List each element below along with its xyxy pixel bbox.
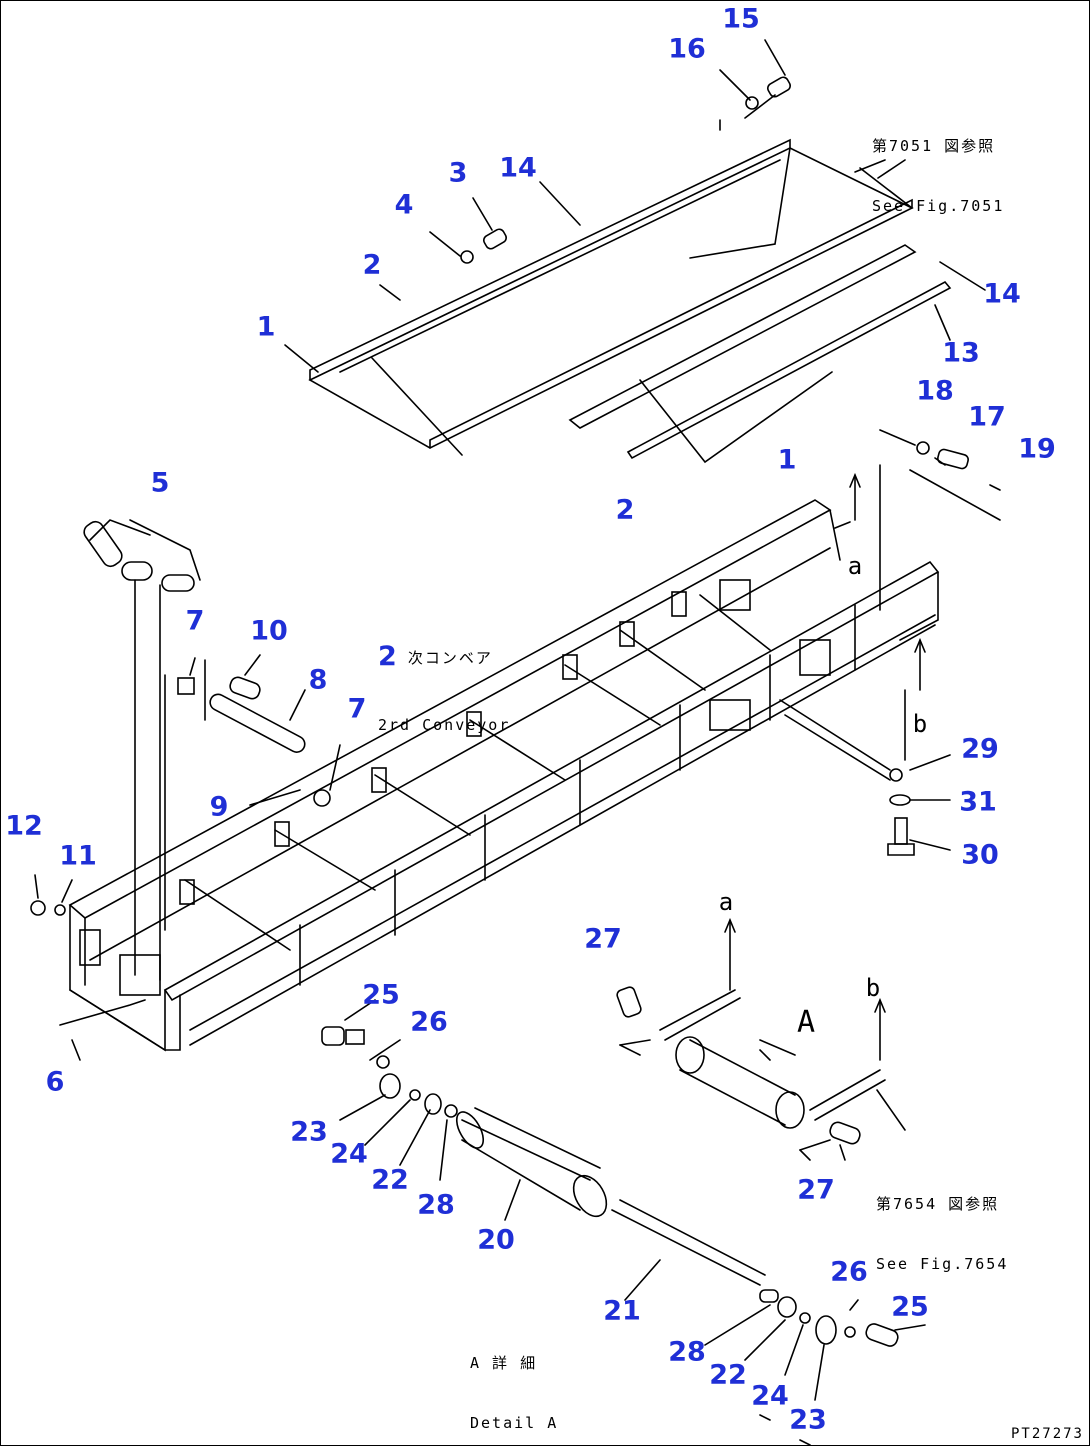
- callout-11: 11: [59, 840, 97, 872]
- callout-14: 14: [983, 278, 1021, 310]
- callout-14: 14: [499, 152, 537, 184]
- callout-5: 5: [150, 467, 170, 499]
- note-detail-a-en: Detail A: [470, 1414, 559, 1433]
- ref-letter-a-bottom: a: [718, 888, 734, 916]
- lower-roller-group: [321, 999, 926, 1446]
- note-see-fig-7654-jp: 第7654 図参照: [876, 1194, 1000, 1213]
- conveyor-label-en: 2rd Conveyor: [378, 716, 511, 735]
- callout-8: 8: [308, 664, 328, 696]
- ref-letter-b-top: b: [912, 710, 928, 738]
- callout-10: 10: [250, 615, 288, 647]
- fastener-shapes-right: [887, 754, 951, 856]
- callout-27: 27: [584, 923, 622, 955]
- callout-26: 26: [830, 1256, 868, 1288]
- callout-30: 30: [961, 839, 999, 871]
- callout-9: 9: [209, 791, 229, 823]
- view-letter-A: A: [796, 1005, 816, 1040]
- callout-22: 22: [371, 1164, 409, 1196]
- note-see-fig-7051-jp: 第7051 図参照: [872, 136, 996, 155]
- note-see-fig-7654-en: See Fig.7654: [876, 1255, 1009, 1274]
- side-rails: [568, 244, 986, 464]
- note-conveyor: 2 次コンベア 2rd Conveyor: [378, 598, 510, 776]
- callout-16: 16: [668, 33, 706, 65]
- callout-12: 12: [5, 810, 43, 842]
- note-detail-a: A 詳 細 Detail A: [470, 1312, 558, 1446]
- callout-24: 24: [330, 1138, 368, 1170]
- note-see-fig-7051: 第7051 図参照 See Fig.7051: [872, 95, 1004, 257]
- callout-31: 31: [959, 786, 997, 818]
- callout-23: 23: [789, 1404, 827, 1436]
- callout-1: 1: [777, 444, 797, 476]
- callout-28: 28: [668, 1336, 706, 1368]
- reference-arrows-top: [834, 464, 926, 761]
- callout-1: 1: [256, 311, 276, 343]
- note-see-fig-7051-en: See Fig.7051: [872, 197, 1005, 216]
- callout-21: 21: [603, 1295, 641, 1327]
- ref-letter-a-top: a: [847, 552, 863, 580]
- callout-20: 20: [477, 1224, 515, 1256]
- conveyor-number: 2: [378, 640, 397, 672]
- callout-7: 7: [185, 605, 205, 637]
- callout-27: 27: [797, 1174, 835, 1206]
- drawing-code: PT27273: [1010, 1426, 1084, 1442]
- callout-22: 22: [709, 1359, 747, 1391]
- callout-3: 3: [448, 157, 468, 189]
- callout-19: 19: [1018, 433, 1056, 465]
- conveyor-label-jp: 次コンベア: [407, 648, 493, 667]
- callout-28: 28: [417, 1189, 455, 1221]
- callout-25: 25: [891, 1291, 929, 1323]
- detail-a-roller: [616, 917, 906, 1161]
- callout-15: 15: [722, 3, 760, 35]
- callout-13: 13: [942, 337, 980, 369]
- leader-lines-frame: [30, 519, 341, 1061]
- callout-26: 26: [410, 1006, 448, 1038]
- callout-29: 29: [961, 733, 999, 765]
- main-frame: [68, 499, 940, 1052]
- callout-23: 23: [290, 1116, 328, 1148]
- note-detail-a-jp: A 詳 細: [470, 1353, 538, 1372]
- fastener-shapes-top: [460, 76, 1001, 521]
- callout-25: 25: [362, 979, 400, 1011]
- callout-24: 24: [751, 1380, 789, 1412]
- callout-2: 2: [362, 249, 382, 281]
- callout-17: 17: [968, 401, 1006, 433]
- callout-4: 4: [394, 189, 414, 221]
- callout-6: 6: [45, 1066, 65, 1098]
- callout-18: 18: [916, 375, 954, 407]
- conveyor-cover: [308, 138, 914, 456]
- callout-7: 7: [347, 693, 367, 725]
- note-see-fig-7654: 第7654 図参照 See Fig.7654: [876, 1153, 1008, 1315]
- ref-letter-b-bottom: b: [865, 974, 881, 1002]
- callout-2: 2: [615, 494, 635, 526]
